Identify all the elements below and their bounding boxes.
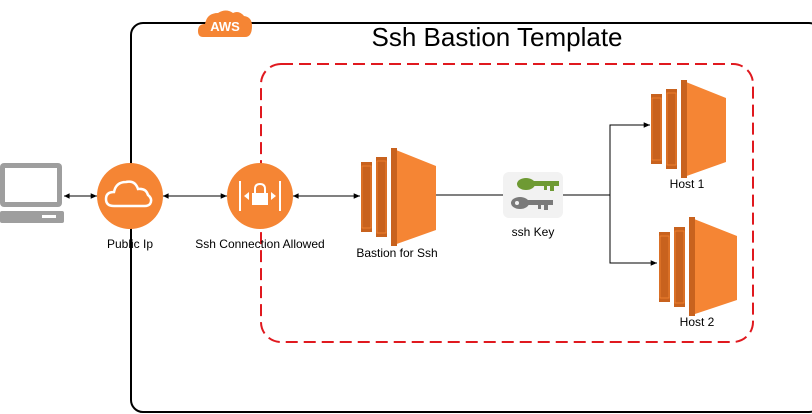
host1-label: Host 1 bbox=[670, 177, 705, 191]
bastion-label: Bastion for Ssh bbox=[356, 246, 437, 260]
diagram-title: Ssh Bastion Template bbox=[372, 22, 623, 52]
ssh-key-label: ssh Key bbox=[512, 225, 555, 239]
ssh-connection-node[interactable]: Ssh Connection Allowed bbox=[195, 163, 325, 251]
lock-icon bbox=[252, 182, 268, 205]
ec2-instance-icon bbox=[651, 80, 726, 178]
ec2-instance-icon bbox=[361, 148, 436, 246]
gateway-arrow-left bbox=[244, 192, 249, 200]
key-tile bbox=[503, 172, 563, 218]
laptop-icon bbox=[0, 163, 64, 223]
aws-badge: AWS bbox=[198, 10, 252, 37]
cloud-icon bbox=[97, 163, 163, 229]
connector-key-host2 bbox=[563, 194, 657, 266]
host1-node[interactable]: Host 1 bbox=[651, 80, 726, 191]
host2-label: Host 2 bbox=[680, 315, 715, 329]
connector-key-host1 bbox=[563, 122, 650, 196]
host2-node[interactable]: Host 2 bbox=[659, 217, 737, 329]
ssh-key-node[interactable]: ssh Key bbox=[503, 172, 563, 239]
cloud-outline bbox=[104, 180, 153, 208]
ec2-instance-icon bbox=[659, 217, 737, 316]
bastion-node[interactable]: Bastion for Ssh bbox=[356, 148, 438, 260]
gateway-arrow-right bbox=[271, 192, 276, 200]
aws-badge-label: AWS bbox=[210, 19, 240, 34]
public-ip-node[interactable]: Public Ip bbox=[97, 163, 163, 251]
aws-cloud-icon bbox=[198, 10, 252, 37]
client-node[interactable] bbox=[0, 163, 64, 223]
ssh-connection-label: Ssh Connection Allowed bbox=[195, 237, 324, 251]
aws-cloud-boundary bbox=[130, 22, 812, 413]
keys-icon bbox=[511, 178, 559, 210]
public-ip-label: Public Ip bbox=[107, 237, 153, 251]
